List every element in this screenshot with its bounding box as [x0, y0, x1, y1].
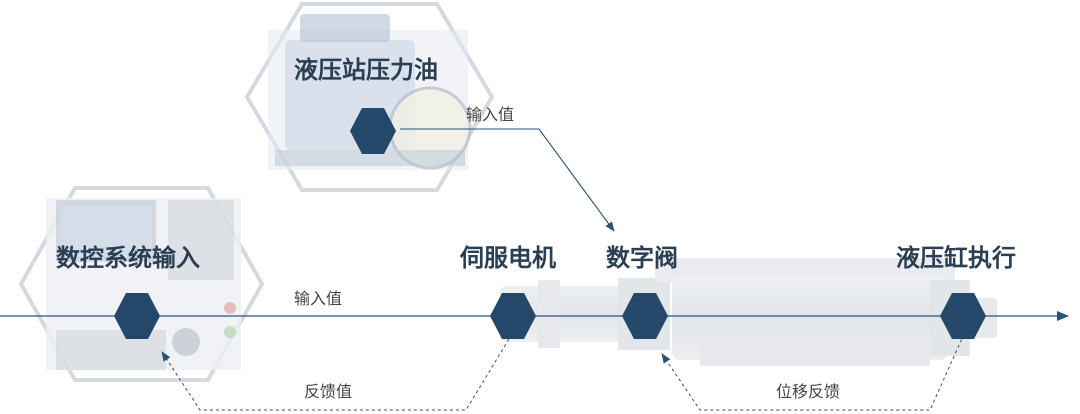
annotation-input-value-main: 输入值 — [294, 289, 343, 308]
node-servo-motor — [490, 293, 536, 339]
node-digital-valve — [622, 293, 668, 339]
label-hydraulic-station: 液压站压力油 — [294, 56, 438, 84]
cnc-system-picture — [18, 186, 265, 382]
hydraulic-station-picture — [244, 2, 495, 192]
label-digital-valve: 数字阀 — [606, 244, 678, 272]
node-cnc-input — [114, 293, 160, 339]
annotation-input-value-top: 输入值 — [466, 105, 515, 124]
label-cnc-input: 数控系统输入 — [56, 244, 200, 272]
label-servo-motor: 伺服电机 — [460, 244, 556, 272]
label-cylinder-exec: 液压缸执行 — [896, 244, 1016, 272]
pressure-oil-arrow — [400, 128, 615, 232]
displacement-feedback-arrow — [661, 333, 965, 411]
node-hydraulic-station — [350, 108, 396, 154]
annotation-feedback-value: 反馈值 — [304, 382, 353, 401]
node-cylinder — [940, 293, 986, 339]
annotation-displacement-feedback: 位移反馈 — [776, 382, 841, 401]
actuator-assembly-picture — [500, 258, 997, 366]
feedback-dashed-arrow — [161, 333, 513, 411]
